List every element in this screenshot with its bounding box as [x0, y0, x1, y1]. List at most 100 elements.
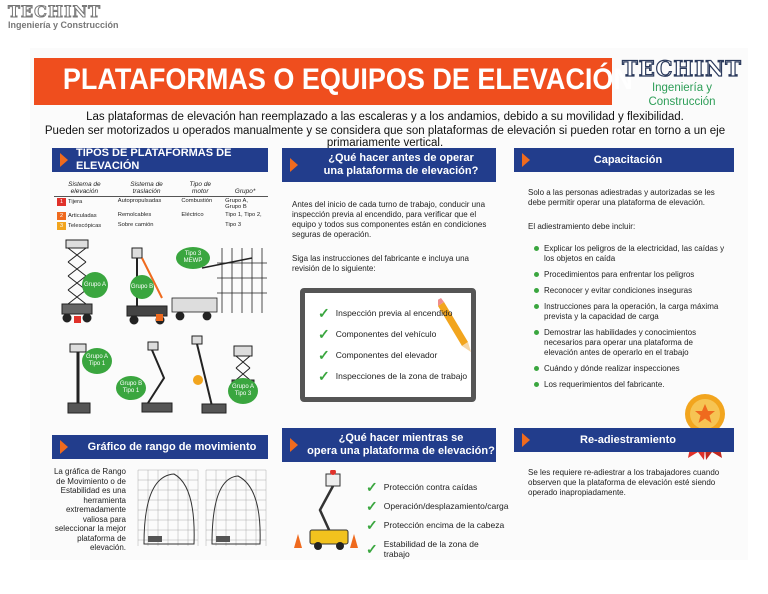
checklist-item-label: Componentes del vehículo [335, 329, 437, 339]
brand-logo-wordmark: TECHINT [621, 56, 742, 81]
table-cell: Eléctrico [181, 212, 204, 218]
bucket-truck-icon [294, 470, 358, 550]
row-number: 3 [57, 222, 66, 230]
checklist-item: ✓ Estabilidad de la zona de trabajo [366, 539, 506, 559]
mientras-header-text: ¿Qué hacer mientras se opera una platafo… [306, 432, 496, 458]
table-cell: Autopropulsadas [117, 198, 162, 204]
scissor-lift-icon [61, 239, 93, 323]
check-icon: ✓ [318, 305, 330, 321]
capacitacion-paragraph-1: Solo a las personas adiestradas y autori… [528, 188, 715, 207]
table-cell: Articuladas [68, 213, 97, 219]
mientras-checklist: ✓ Protección contra caídas ✓ Operación/des… [366, 479, 509, 559]
arrow-icon [60, 153, 68, 167]
pencil-icon [438, 298, 471, 352]
mast-lift-icon [67, 343, 91, 414]
checklist-item-label: Inspecciones de la zona de trabajo [335, 371, 468, 381]
page-title: PLATAFORMAS O EQUIPOS DE ELEVACIÓN [62, 63, 633, 96]
badge-3 [193, 375, 203, 385]
checklist-item-label: Inspección previa al encendido [335, 308, 453, 318]
badge-1 [74, 316, 81, 323]
checklist-item: ✓ Protección encima de la cabeza [366, 517, 506, 533]
grafico-text: La gráfica de Rango de Movimiento o de E… [53, 467, 126, 552]
checklist-item: ✓ Componentes del elevador [318, 347, 468, 363]
table-cell: Remolcables [117, 212, 152, 218]
brand-logo: TECHINT Ingeniería y Construcción [620, 56, 744, 109]
table-cell [178, 221, 222, 231]
grupo-b-tipo1-badge: Grupo B Tipo 1 [116, 376, 146, 400]
arrow-icon [522, 433, 530, 447]
arrow-icon [290, 158, 298, 172]
top-logo: TECHINT Ingeniería y Construcción [8, 3, 119, 30]
checklist-item: ✓ Protección contra caídas [366, 479, 506, 495]
grupo-a-badge: Grupo A [82, 272, 108, 298]
top-logo-subtitle: Ingeniería y Construcción [8, 20, 119, 30]
range-chart-graphics [137, 469, 267, 546]
brand-logo-subtitle: Ingeniería y Construcción [648, 82, 716, 108]
table-cell: Grupo A, Grupo B [225, 198, 249, 210]
truck-scaffold-icon [171, 248, 267, 321]
tipos-header: TIPOS DE PLATAFORMAS DE ELEVACIÓN [52, 147, 268, 172]
intro-line-1: Las plataformas de elevación han reempla… [86, 111, 684, 123]
table-cell: Combustión [181, 198, 213, 204]
tipos-table: Sistema de elevación Sistema de traslaci… [54, 180, 268, 231]
checklist-item-label: Operación/desplazamiento/carga [383, 501, 509, 511]
antes-header-line-2: una plataforma de elevación? [323, 165, 479, 177]
antes-header: ¿Qué hacer antes de operar una plataform… [282, 148, 496, 182]
table-header-cell: Grupo* [222, 180, 268, 197]
grafico-header-text: Gráfico de rango de movimiento [87, 440, 257, 453]
table-cell: Tipo 3 [225, 222, 242, 228]
capacitacion-header-text: Capacitación [593, 153, 663, 166]
readiestramiento-text: Se les requiere re-adiestrar a los traba… [528, 468, 720, 497]
table-cell: Sobre camión [117, 222, 154, 228]
antes-header-text: ¿Qué hacer antes de operar una plataform… [306, 152, 496, 178]
checklist-item-label: Componentes del elevador [335, 350, 438, 360]
telescopic-lift-icon [191, 335, 227, 414]
antes-header-line-1: ¿Qué hacer antes de operar [328, 152, 474, 164]
grafico-header: Gráfico de rango de movimiento [52, 435, 268, 459]
check-icon: ✓ [366, 517, 378, 533]
checklist-item: ✓ Inspección previa al encendido [318, 305, 468, 321]
list-item: Instrucciones para la operación, la carg… [532, 302, 728, 322]
checklist-item: ✓ Inspecciones de la zona de trabajo [318, 368, 468, 384]
grupo-a-tipo3-badge: Grupo A Tipo 3 [228, 378, 258, 404]
readiestramiento-header-text: Re-adiestramiento [580, 433, 676, 446]
check-icon: ✓ [366, 479, 378, 495]
list-item: Reconocer y evitar condiciones inseguras [532, 286, 728, 296]
table-header-cell: Tipo de motor [178, 180, 223, 197]
capacitacion-paragraph-2: El adiestramiento debe incluir: [528, 222, 636, 231]
list-item: Explicar los peligros de la electricidad… [532, 244, 728, 264]
arrow-icon [60, 440, 68, 454]
tipo3-mewp-badge: Tipo 3 MEWP [176, 247, 210, 269]
table-cell: Tipo 1, Tipo 2, [225, 212, 262, 218]
table-cell: Tijera [68, 199, 83, 205]
list-item: Los requerimientos del fabricante. [532, 380, 684, 390]
checklist-item: ✓ Componentes del vehículo [318, 326, 468, 342]
table-cell: Telescópicas [68, 223, 102, 229]
grupo-b-badge: Grupo B [130, 275, 154, 299]
mientras-header-line-2: opera una plataforma de elevación? [307, 445, 495, 457]
check-icon: ✓ [366, 541, 378, 557]
arrow-icon [522, 153, 530, 167]
antes-checklist: ✓ Inspección previa al encendido ✓ Compone… [318, 305, 468, 392]
check-icon: ✓ [318, 326, 330, 342]
checklist-item-label: Protección contra caídas [383, 482, 478, 492]
arrow-icon [290, 438, 298, 452]
checklist-item-label: Estabilidad de la zona de trabajo [383, 539, 479, 559]
antes-paragraph-2: Siga las instrucciones del fabricante e … [292, 254, 469, 273]
check-icon: ✓ [366, 498, 378, 514]
check-icon: ✓ [318, 347, 330, 363]
checklist-item-label: Protección encima de la cabeza [383, 520, 505, 530]
checklist-item: ✓ Operación/desplazamiento/carga [366, 498, 509, 514]
list-item: Cuándo y dónde realizar inspecciones [532, 364, 728, 374]
articulated-lift-icon [141, 341, 173, 413]
capacitacion-header: Capacitación [514, 148, 734, 172]
badge-2 [156, 314, 163, 321]
title-banner: PLATAFORMAS O EQUIPOS DE ELEVACIÓN [34, 58, 633, 105]
mientras-header: ¿Qué hacer mientras se opera una platafo… [282, 428, 496, 462]
check-icon: ✓ [318, 368, 330, 384]
table-header-cell: Sistema de elevación [54, 180, 115, 197]
antes-paragraph-1: Antes del inicio de cada turno de trabaj… [292, 200, 487, 239]
